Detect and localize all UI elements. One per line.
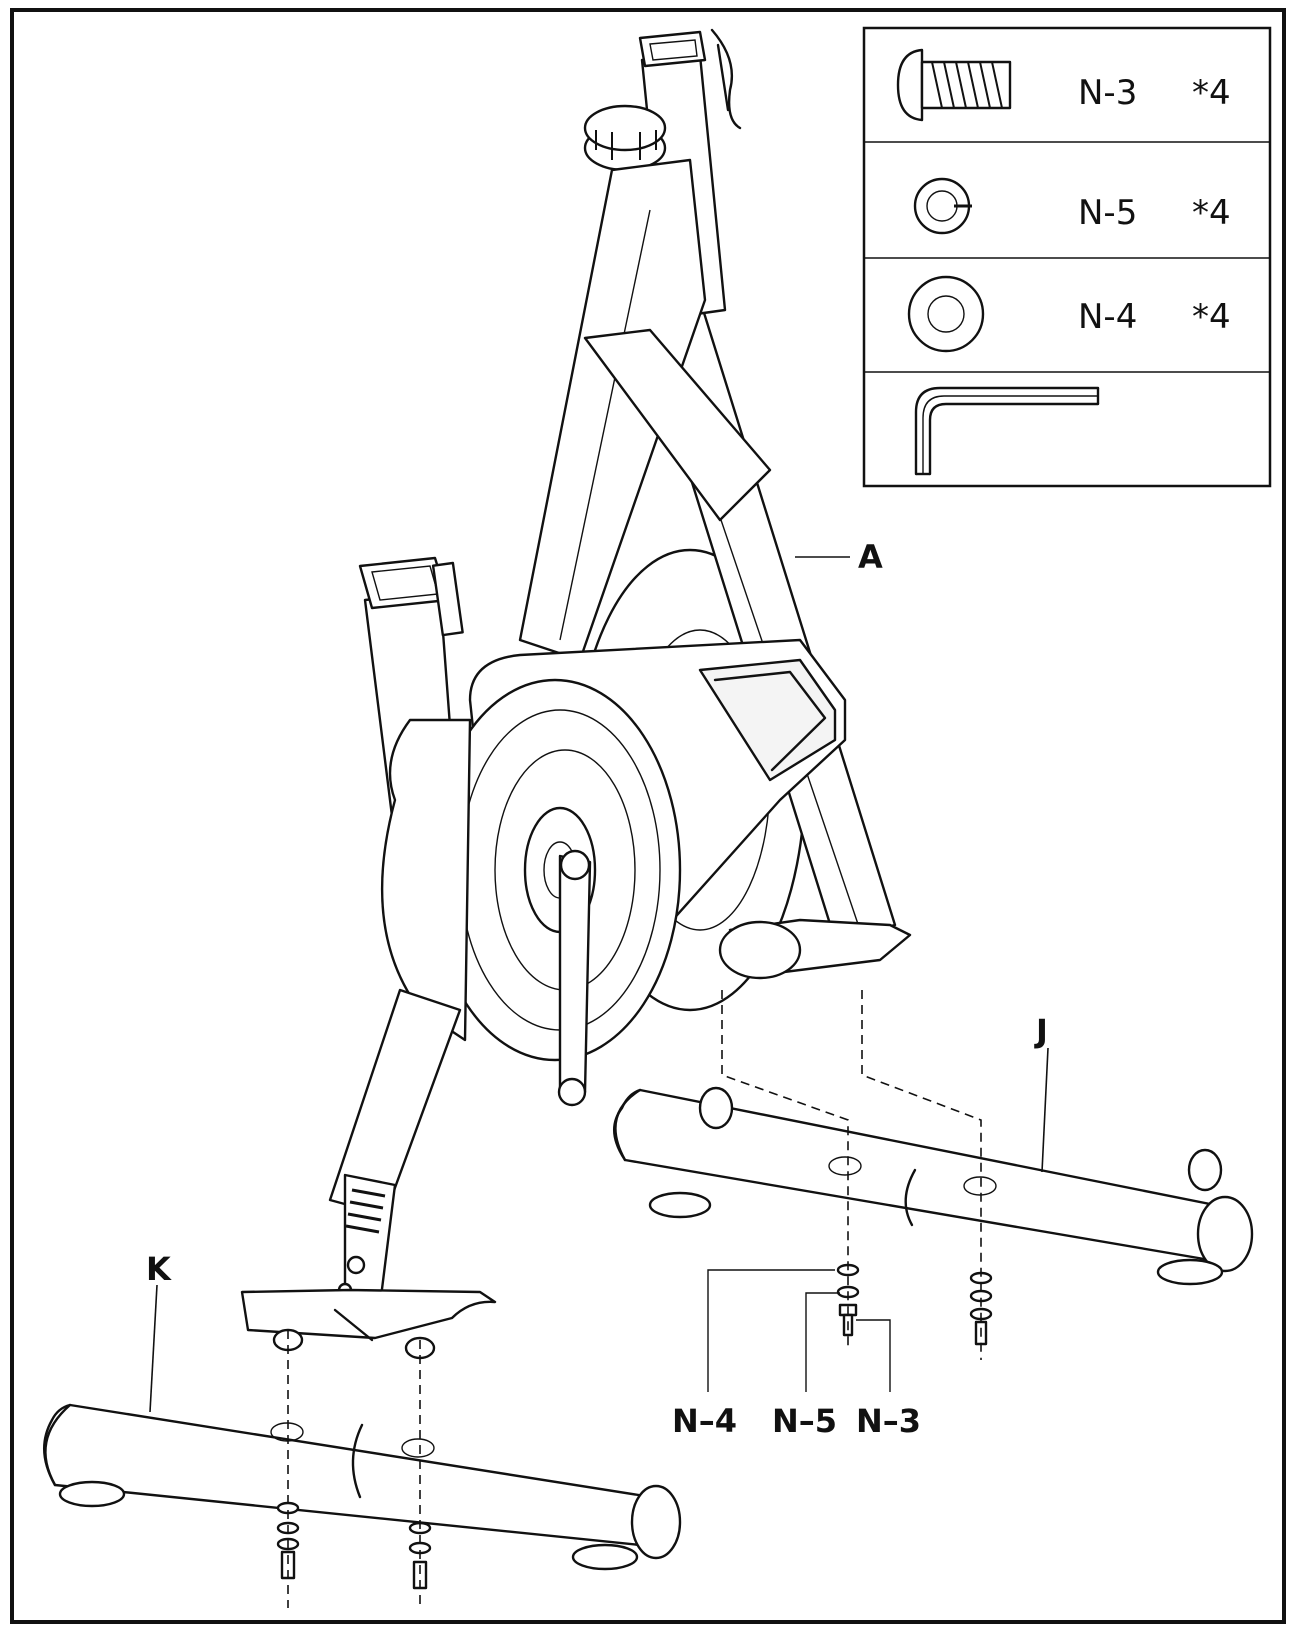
callout-flat-washer: N–4 [672, 1402, 737, 1440]
callout-spring-washer: N–5 [772, 1402, 837, 1440]
rear-bracket [240, 1288, 497, 1340]
stabilizer-k [42, 1330, 682, 1608]
stabilizer-j [613, 990, 1254, 1360]
part-qty-n5: *4 [1192, 193, 1231, 233]
callout-bolt: N–3 [856, 1402, 921, 1440]
bolt-icon [896, 48, 1012, 122]
part-qty-n3: *4 [1192, 73, 1231, 113]
part-code-n3: N-3 [1078, 73, 1137, 113]
callout-rear-stabilizer: J [1034, 1012, 1048, 1050]
callout-leaders [149, 556, 1049, 1413]
part-code-n5: N-5 [1078, 193, 1137, 233]
down-tube [518, 158, 707, 662]
callout-main-frame: A [858, 538, 883, 576]
callout-front-stabilizer: K [146, 1250, 172, 1288]
part-qty-n4: *4 [1192, 297, 1231, 337]
parts-table: N-3 *4 N-5 *4 N-4 *4 [862, 26, 1272, 488]
part-code-n4: N-4 [1078, 297, 1137, 337]
flat-washer-icon [907, 275, 985, 353]
spring-washer-icon [913, 177, 972, 235]
crank-arm [557, 849, 592, 1107]
main-frame-drawing [240, 28, 912, 1360]
allen-key-icon [914, 386, 1100, 476]
page-border [10, 8, 1286, 1624]
